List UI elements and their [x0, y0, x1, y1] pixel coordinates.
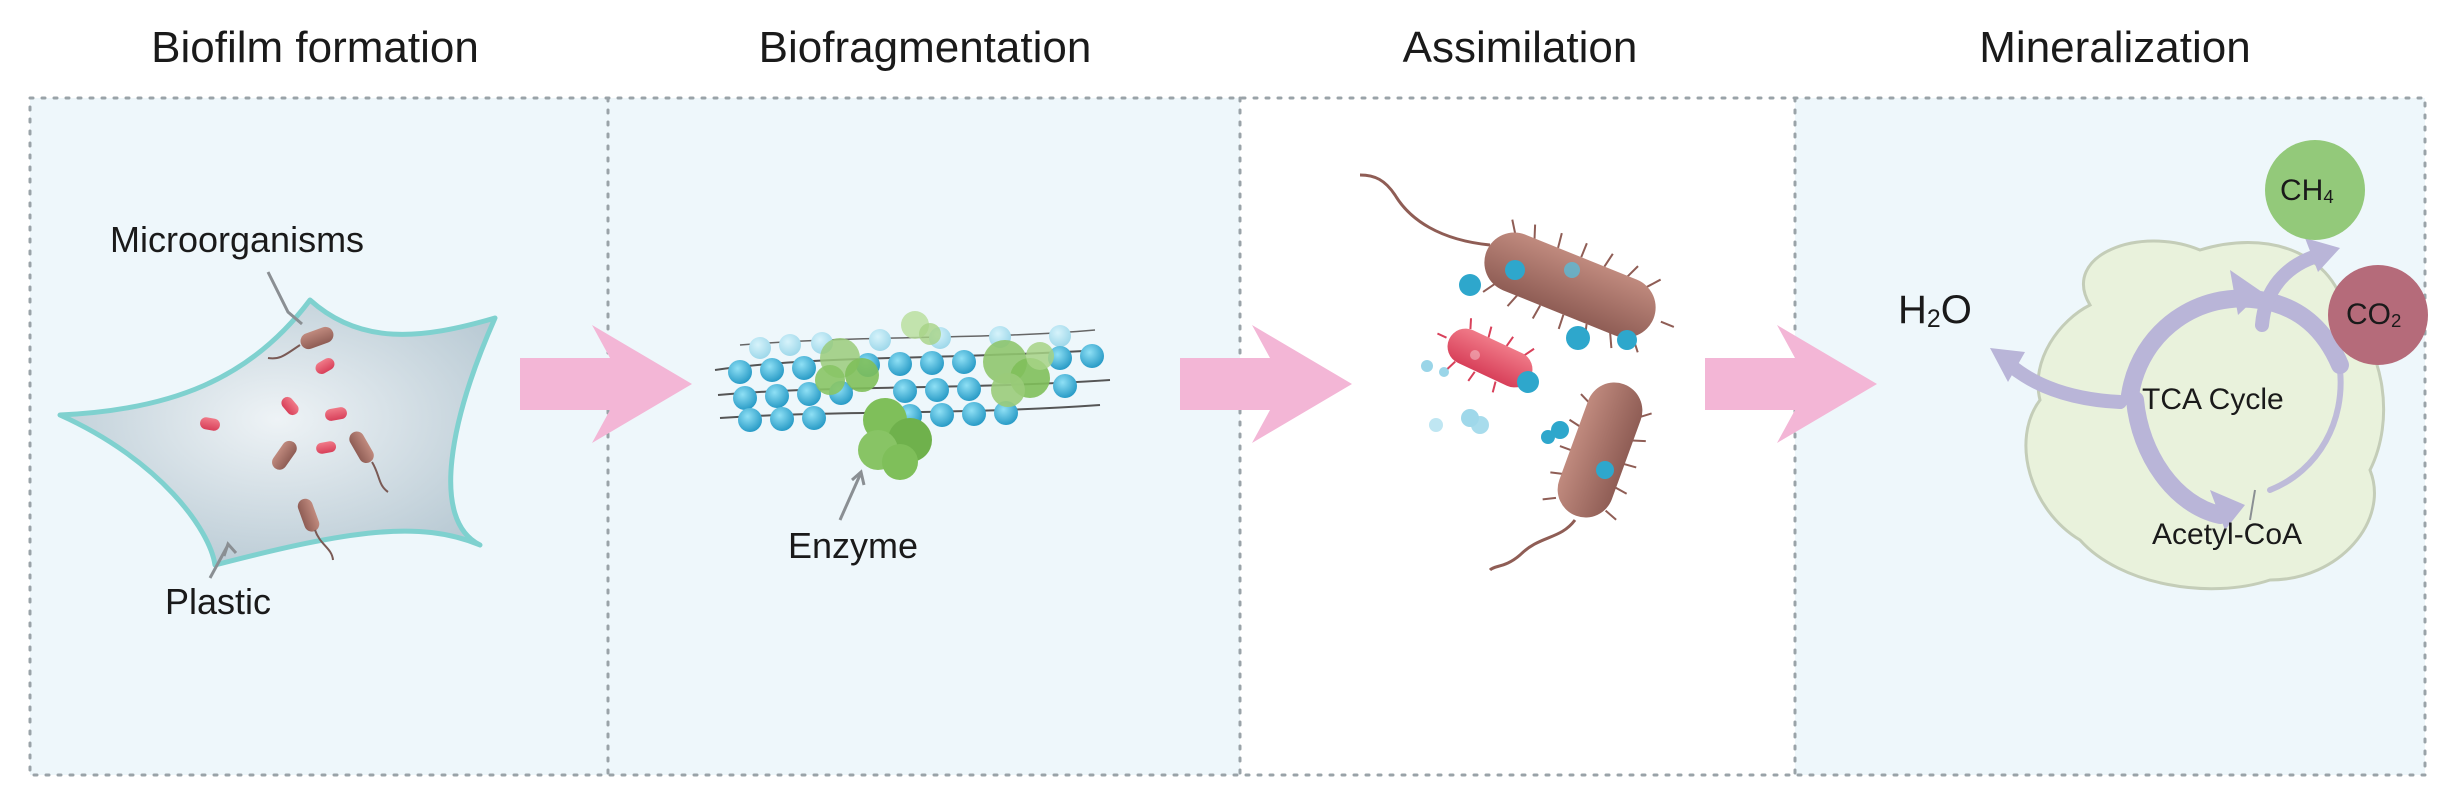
plastic-sheet-icon — [57, 297, 498, 568]
bacterium-icon — [300, 326, 334, 350]
enzyme-icon — [901, 311, 941, 345]
panel-assimilation — [1240, 98, 1795, 775]
bacterium-icon — [272, 440, 297, 470]
bacterium-icon — [1421, 318, 1539, 393]
enzyme-icon — [858, 398, 932, 480]
process-arrow-icon — [1180, 325, 1352, 443]
co2-circle-icon — [2328, 265, 2428, 365]
label-tca-cycle: TCA Cycle — [2142, 383, 2284, 416]
label-acetyl-coa: Acetyl-CoA — [2152, 518, 2303, 551]
stage-title-biofilm-formation: Biofilm formation — [151, 23, 479, 72]
stage-title-assimilation: Assimilation — [1402, 23, 1638, 72]
gas-output-arrow-icon — [2255, 238, 2340, 332]
water-output-arrow-icon — [1990, 348, 2127, 409]
methane-circle-icon — [2265, 140, 2365, 240]
process-arrow-icon — [520, 325, 692, 443]
cell-icon — [2024, 239, 2386, 591]
bacterium-icon — [315, 358, 335, 374]
label-carbon-dioxide: CO2 — [2346, 298, 2402, 332]
label-water: H2O — [1898, 288, 1972, 334]
bacterium-icon — [316, 441, 337, 454]
free-particles — [1429, 409, 1489, 434]
bacterium-icon — [200, 417, 220, 431]
stage-title-biofragmentation: Biofragmentation — [758, 23, 1092, 72]
label-microorganisms: Microorganisms — [110, 219, 365, 260]
label-enzyme: Enzyme — [788, 525, 919, 566]
label-plastic: Plastic — [165, 581, 272, 622]
bacterium-icon — [349, 431, 374, 463]
enzyme-icon — [815, 338, 879, 395]
bacterium-icon — [281, 396, 299, 416]
plastic-fragment-beads — [728, 325, 1104, 432]
cycle-arrow-icon — [2121, 270, 2349, 530]
stage-title-mineralization: Mineralization — [1979, 23, 2251, 72]
label-methane: CH4 — [2280, 174, 2334, 208]
bacterium-icon — [325, 407, 347, 421]
bacterium-icon — [1488, 382, 1652, 572]
process-arrow-icon — [1705, 325, 1877, 443]
bacterium-icon — [297, 498, 320, 532]
bacterium-icon — [1359, 173, 1675, 353]
microorganism-cluster — [200, 326, 389, 561]
enzyme-icon — [983, 340, 1054, 407]
